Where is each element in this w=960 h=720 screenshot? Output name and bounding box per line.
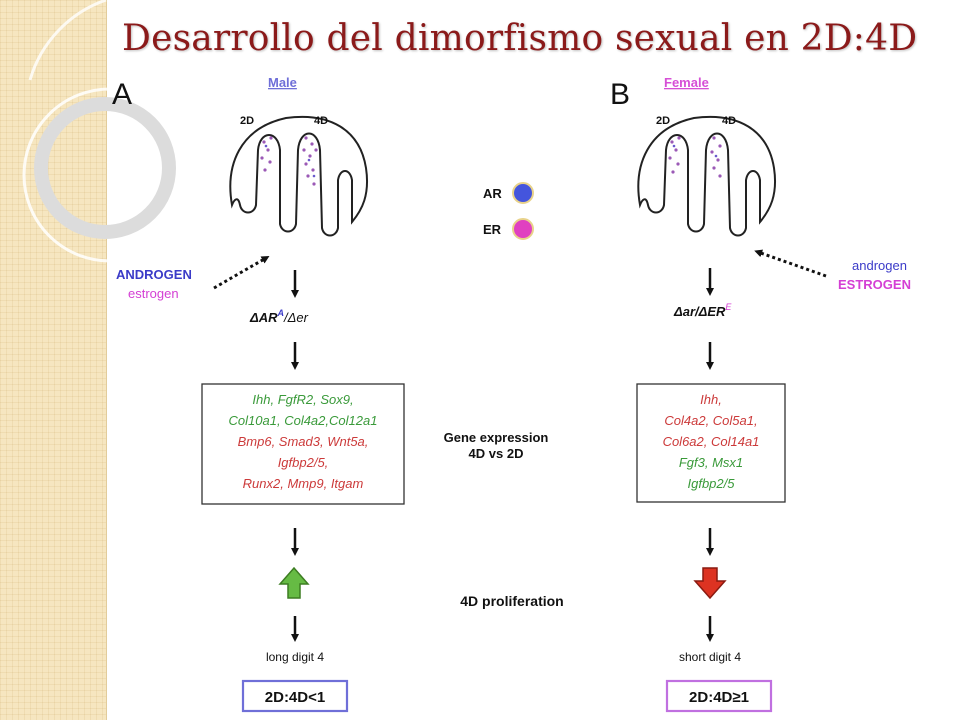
gene-line: Igfbp2/5 bbox=[688, 476, 736, 491]
gene-line: Runx2, Mmp9, Itgam bbox=[243, 476, 364, 491]
gene-line: Col4a2, Col5a1, bbox=[664, 413, 757, 428]
gene-line: Col10a1, Col4a2,Col12a1 bbox=[229, 413, 378, 428]
panel-b-sex-label: Female bbox=[664, 75, 709, 90]
legend-er-label: ER bbox=[483, 222, 502, 237]
panel-a-letter: A bbox=[112, 78, 132, 111]
gene-line: Col6a2, Col14a1 bbox=[663, 434, 760, 449]
legend-er-dot bbox=[512, 218, 534, 240]
hand-illustration-male bbox=[229, 115, 368, 237]
gene-expression-label-2: 4D vs 2D bbox=[469, 446, 524, 461]
panel-a-hormone-dotted-arrow bbox=[213, 256, 270, 290]
panel-a-receptor: ΔARA/Δer bbox=[249, 308, 309, 325]
legend-ar-label: AR bbox=[483, 186, 502, 201]
proliferation-label: 4D proliferation bbox=[460, 593, 563, 609]
panel-a-up-arrow-icon bbox=[278, 566, 310, 599]
panel-b-outcome: short digit 4 bbox=[679, 650, 741, 664]
panel-a-ratio-box bbox=[241, 679, 349, 713]
gene-expression-label-1: Gene expression bbox=[444, 430, 549, 445]
panel-b-hormone-major: ESTROGEN bbox=[838, 277, 911, 292]
panel-b-hormone-minor: androgen bbox=[852, 258, 907, 273]
gene-line: Fgf3, Msx1 bbox=[679, 455, 743, 470]
gene-line: Ihh, bbox=[700, 392, 722, 407]
panel-a-2d-label: 2D bbox=[240, 115, 254, 127]
panel-b-ratio-box bbox=[665, 679, 773, 713]
panel-a-4d-label: 4D bbox=[314, 115, 328, 127]
panel-b-hormone-dotted-arrow bbox=[754, 249, 827, 278]
panel-b-receptor: Δar/ΔERE bbox=[673, 302, 732, 319]
panel-a-hormone-minor: estrogen bbox=[128, 286, 179, 301]
slide-title: Desarrollo del dimorfismo sexual en 2D:4… bbox=[122, 18, 918, 59]
panel-a-ratio: 2D:4D<1 bbox=[265, 689, 325, 706]
gene-line: Igfbp2/5, bbox=[278, 455, 329, 470]
panel-b-gene-box bbox=[636, 383, 786, 503]
decorative-rings bbox=[22, 0, 198, 263]
panel-b-2d-label: 2D bbox=[656, 115, 670, 127]
gene-line: Ihh, FgfR2, Sox9, bbox=[252, 392, 353, 407]
panel-b-letter: B bbox=[610, 78, 630, 111]
panel-b-down-arrow-icon bbox=[693, 567, 727, 600]
panel-b-gene-list: Ihh, Col4a2, Col5a1, Col6a2, Col14a1Fgf3, … bbox=[663, 392, 760, 491]
gene-line: Bmp6, Smad3, Wnt5a, bbox=[238, 434, 369, 449]
panel-a-gene-box bbox=[201, 383, 405, 505]
panel-a-outcome: long digit 4 bbox=[266, 650, 324, 664]
panel-b-ratio: 2D:4D≥1 bbox=[689, 689, 749, 706]
panel-b-4d-label: 4D bbox=[722, 115, 736, 127]
panel-a-hormone-major: ANDROGEN bbox=[116, 267, 192, 282]
legend-ar-dot bbox=[512, 182, 534, 204]
panel-a-gene-list: Ihh, FgfR2, Sox9, Col10a1, Col4a2,Col12a1… bbox=[229, 392, 378, 491]
hand-illustration-female bbox=[637, 115, 776, 237]
panel-a-sex-label: Male bbox=[268, 75, 297, 90]
